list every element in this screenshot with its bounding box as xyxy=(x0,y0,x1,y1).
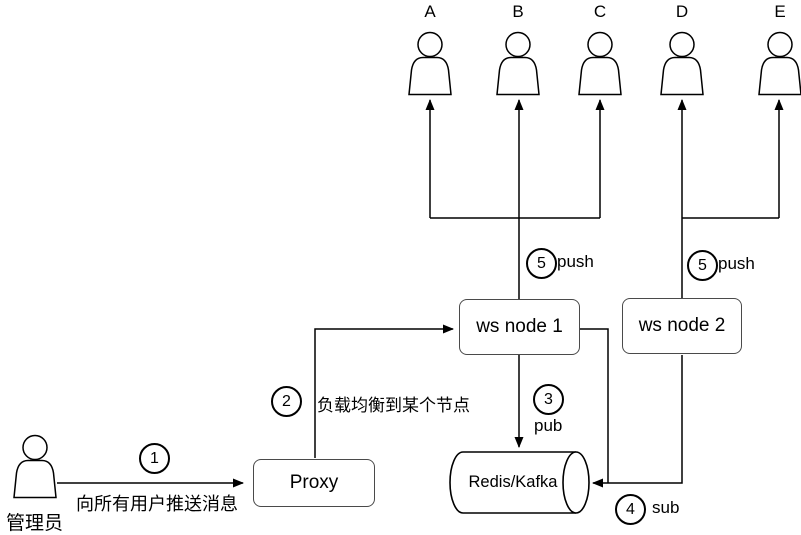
user-b-icon xyxy=(496,31,540,96)
user-label-a: A xyxy=(424,2,436,21)
user-label-c: C xyxy=(593,2,607,21)
broker-label: Redis/Kafka xyxy=(468,473,558,491)
user-d-icon xyxy=(660,31,704,96)
edge-ws2-sub-broker xyxy=(592,355,683,488)
user-e-icon xyxy=(758,31,801,96)
ws-node-2-label: ws node 2 xyxy=(638,315,726,336)
step-2-label: 负载均衡到某个节点 xyxy=(317,396,470,415)
user-label-d: D xyxy=(675,2,689,21)
step-1-label: 向所有用户推送消息 xyxy=(76,494,238,514)
edge-ws1-sub-down xyxy=(580,328,609,483)
admin-icon xyxy=(13,434,57,499)
user-c-icon xyxy=(578,31,622,96)
step-4-label: sub xyxy=(652,498,680,517)
proxy-label: Proxy xyxy=(289,472,339,493)
step-5b-badge: 5 xyxy=(687,250,718,281)
broker-cylinder xyxy=(449,451,590,514)
step-4-badge: 4 xyxy=(615,494,646,525)
user-label-e: E xyxy=(774,2,786,21)
ws-node-1-box: ws node 1 xyxy=(459,299,580,355)
step-5a-label: push xyxy=(557,252,594,271)
step-2-badge: 2 xyxy=(271,386,302,417)
ws-node-2-box: ws node 2 xyxy=(622,298,742,354)
user-a-icon xyxy=(408,31,452,96)
user-label-b: B xyxy=(512,2,524,21)
proxy-box: Proxy xyxy=(253,459,375,507)
step-5b-label: push xyxy=(718,254,755,273)
step-1-badge: 1 xyxy=(139,443,170,474)
step-5a-badge: 5 xyxy=(526,248,557,279)
admin-label: 管理员 xyxy=(6,513,64,534)
edge-proxy-to-ws1 xyxy=(314,324,454,458)
step-3-label: pub xyxy=(534,416,563,435)
step-3-badge: 3 xyxy=(533,384,564,415)
ws-node-1-label: ws node 1 xyxy=(476,316,563,337)
